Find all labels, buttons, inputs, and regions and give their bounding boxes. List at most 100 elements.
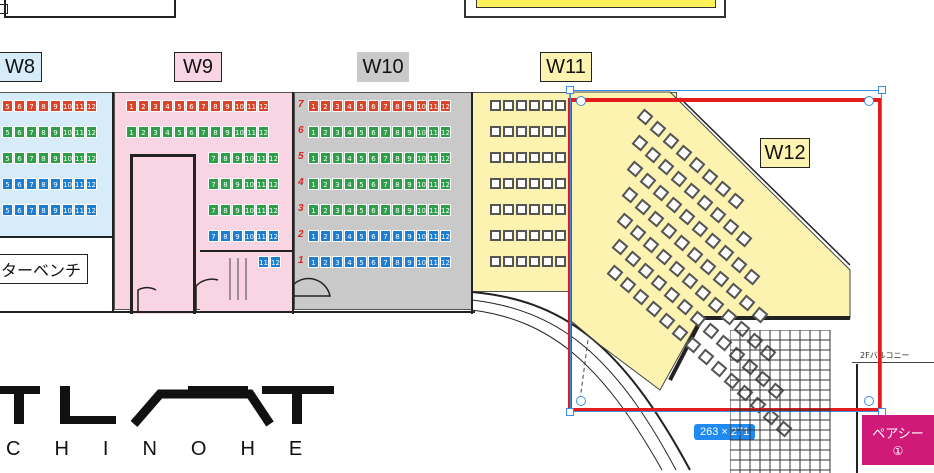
seat[interactable]: 8 <box>220 230 231 242</box>
seat[interactable] <box>516 230 527 241</box>
seat[interactable]: 10 <box>416 256 427 268</box>
seat[interactable] <box>490 126 501 137</box>
seat[interactable] <box>529 230 540 241</box>
seat[interactable] <box>631 134 649 152</box>
seat[interactable] <box>503 204 514 215</box>
seat[interactable] <box>642 236 660 254</box>
seat[interactable]: 1 <box>308 256 319 268</box>
seat[interactable] <box>657 158 675 176</box>
seat[interactable] <box>751 306 769 324</box>
seat[interactable]: 10 <box>62 204 73 216</box>
seat[interactable]: 2 <box>320 126 331 138</box>
seat[interactable] <box>624 250 642 268</box>
seat[interactable]: 12 <box>86 178 97 190</box>
seat[interactable]: 7 <box>198 126 209 138</box>
seat[interactable]: 5 <box>356 100 367 112</box>
seat[interactable] <box>555 126 566 137</box>
seat[interactable]: 7 <box>208 178 219 190</box>
resize-handle-bottom-right[interactable] <box>864 396 874 406</box>
seat[interactable]: 4 <box>344 100 355 112</box>
seat[interactable]: 8 <box>38 178 49 190</box>
seat[interactable]: 11 <box>428 204 439 216</box>
seat[interactable] <box>689 310 707 328</box>
seat[interactable]: 5 <box>356 178 367 190</box>
seat[interactable] <box>671 324 689 342</box>
seat[interactable] <box>691 220 709 238</box>
seat[interactable] <box>675 144 693 162</box>
seat[interactable] <box>516 204 527 215</box>
seat[interactable] <box>733 320 751 338</box>
seat[interactable]: 8 <box>220 178 231 190</box>
seat[interactable] <box>490 178 501 189</box>
seat[interactable] <box>702 322 720 340</box>
seat[interactable] <box>701 168 719 186</box>
seat[interactable]: 2 <box>138 100 149 112</box>
seat[interactable] <box>683 182 701 200</box>
seat[interactable]: 11 <box>246 100 257 112</box>
seat[interactable] <box>725 282 743 300</box>
seat[interactable] <box>649 120 667 138</box>
resize-handle-top-left[interactable] <box>576 96 586 106</box>
seat[interactable]: 11 <box>428 100 439 112</box>
seat[interactable]: 12 <box>268 152 279 164</box>
seat[interactable] <box>555 178 566 189</box>
seat[interactable]: 8 <box>392 100 403 112</box>
seat[interactable]: 6 <box>14 204 25 216</box>
seat[interactable] <box>529 126 540 137</box>
seat[interactable]: 10 <box>62 126 73 138</box>
resize-handle-corner-tr[interactable] <box>878 86 886 94</box>
seat[interactable] <box>676 298 694 316</box>
seat[interactable]: 12 <box>440 152 451 164</box>
seat[interactable] <box>555 152 566 163</box>
seat[interactable] <box>727 192 745 210</box>
seat[interactable] <box>723 372 741 390</box>
seat[interactable]: 10 <box>62 100 73 112</box>
seat[interactable]: 8 <box>38 100 49 112</box>
seat[interactable]: 1 <box>308 230 319 242</box>
seat[interactable]: 9 <box>222 100 233 112</box>
seat[interactable]: 3 <box>332 178 343 190</box>
seat[interactable]: 9 <box>404 152 415 164</box>
resize-handle-top-right[interactable] <box>864 96 874 106</box>
seat[interactable]: 9 <box>232 230 243 242</box>
seat[interactable]: 12 <box>86 204 97 216</box>
seat[interactable]: 10 <box>62 178 73 190</box>
seat[interactable] <box>555 256 566 267</box>
seat[interactable]: 3 <box>332 256 343 268</box>
seat[interactable]: 11 <box>74 126 85 138</box>
seat[interactable]: 12 <box>440 126 451 138</box>
seat[interactable]: 9 <box>50 100 61 112</box>
seat[interactable]: 5 <box>356 230 367 242</box>
seat[interactable]: 5 <box>356 126 367 138</box>
seat[interactable] <box>529 204 540 215</box>
seat[interactable]: 7 <box>380 204 391 216</box>
seat[interactable]: 6 <box>186 100 197 112</box>
seat[interactable]: 12 <box>268 178 279 190</box>
seat[interactable] <box>542 230 553 241</box>
seat[interactable]: 11 <box>428 152 439 164</box>
seat[interactable]: 12 <box>86 126 97 138</box>
seat[interactable]: 10 <box>244 152 255 164</box>
seat[interactable] <box>715 334 733 352</box>
seat[interactable]: 1 <box>126 100 137 112</box>
seat[interactable]: 6 <box>14 126 25 138</box>
seat[interactable]: 12 <box>440 100 451 112</box>
seat[interactable] <box>503 230 514 241</box>
seat[interactable]: 5 <box>2 178 13 190</box>
seat[interactable]: 9 <box>50 152 61 164</box>
seat[interactable] <box>684 336 702 354</box>
seat[interactable]: 1 <box>308 178 319 190</box>
seat[interactable]: 7 <box>380 256 391 268</box>
seat[interactable] <box>663 286 681 304</box>
seat[interactable]: 8 <box>210 100 221 112</box>
seat[interactable]: 9 <box>404 126 415 138</box>
seat[interactable] <box>516 126 527 137</box>
seat[interactable]: 10 <box>416 100 427 112</box>
seat[interactable]: 7 <box>380 230 391 242</box>
seat[interactable]: 5 <box>356 152 367 164</box>
seat[interactable] <box>686 246 704 264</box>
seat[interactable] <box>709 206 727 224</box>
seat[interactable]: 4 <box>162 126 173 138</box>
seat[interactable]: 7 <box>208 204 219 216</box>
seat[interactable] <box>662 132 680 150</box>
